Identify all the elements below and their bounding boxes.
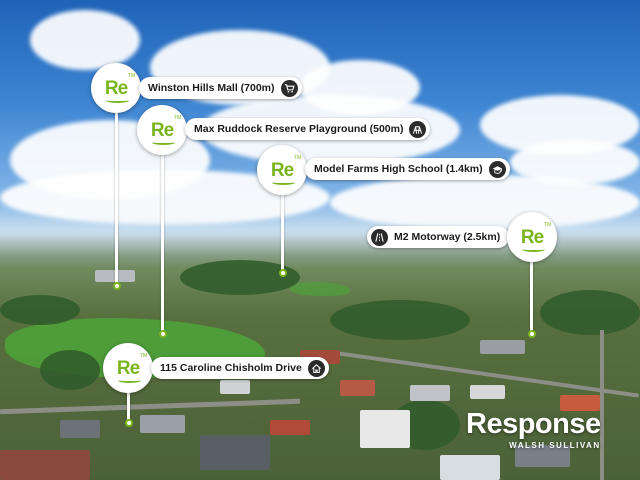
building-roof <box>140 415 185 433</box>
tree-canopy <box>540 290 640 335</box>
pin-dot <box>527 330 536 338</box>
marker-winston-hills-mall[interactable]: Winston Hills Mall (700m) <box>139 77 302 99</box>
pin-dot <box>124 419 133 427</box>
building-roof <box>220 380 250 394</box>
marker-label: 115 Caroline Chisholm Drive <box>160 362 302 374</box>
building-roof <box>515 445 570 467</box>
building-roof <box>360 410 410 448</box>
pin-line <box>127 393 130 423</box>
tree-canopy <box>180 260 300 295</box>
motorway-icon <box>371 228 388 246</box>
brand-name: Response <box>466 408 601 440</box>
pin-line <box>281 192 284 273</box>
marker-label: Model Farms High School (1.4km) <box>314 163 483 175</box>
building-roof <box>60 420 100 438</box>
graduation-cap-icon <box>488 160 506 178</box>
marker-m2-motorway[interactable]: M2 Motorway (2.5km) <box>367 226 510 248</box>
pin-line <box>115 110 118 286</box>
shopping-cart-icon <box>280 79 298 97</box>
building-roof <box>0 450 90 480</box>
marker-label: M2 Motorway (2.5km) <box>394 231 501 243</box>
building-roof <box>480 340 525 354</box>
building-roof <box>270 420 310 435</box>
pin-line <box>530 260 533 334</box>
marker-max-ruddock-reserve[interactable]: Max Ruddock Reserve Playground (500m) <box>185 118 431 140</box>
cloud <box>30 10 140 70</box>
pin-dot <box>112 282 121 290</box>
building-roof <box>340 380 375 396</box>
building-roof <box>560 395 600 411</box>
road <box>600 330 604 480</box>
pin-dot <box>158 330 167 338</box>
marker-property[interactable]: 115 Caroline Chisholm Drive <box>151 357 329 379</box>
brand-logo: Response WALSH SULLIVAN <box>466 408 601 451</box>
road <box>0 398 300 415</box>
tree-canopy <box>330 300 470 340</box>
marker-label: Max Ruddock Reserve Playground (500m) <box>194 123 404 135</box>
building-roof <box>410 385 450 401</box>
home-icon <box>307 359 325 377</box>
brand-subtitle: WALSH SULLIVAN <box>509 441 601 450</box>
marker-label: Winston Hills Mall (700m) <box>148 82 275 94</box>
tree-canopy <box>0 295 80 325</box>
park-field <box>290 282 350 296</box>
tree-canopy <box>40 350 100 390</box>
playground-icon <box>409 120 427 138</box>
building-roof <box>200 435 270 470</box>
building-roof <box>470 385 505 399</box>
building-roof <box>440 455 500 480</box>
pin-line <box>161 152 164 334</box>
marker-model-farms-high[interactable]: Model Farms High School (1.4km) <box>305 158 510 180</box>
pin-dot <box>278 269 287 277</box>
